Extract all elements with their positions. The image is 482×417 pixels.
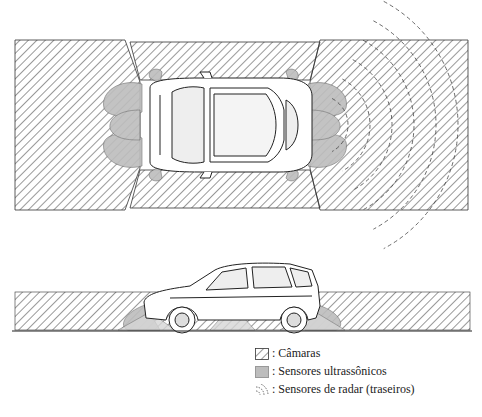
hatch-swatch [255, 348, 269, 360]
radar-arc [353, 60, 392, 191]
radar-arc [373, 21, 436, 229]
ultrasonic-zones-top [103, 69, 346, 181]
radar-arc [332, 99, 348, 152]
radar-swatch [255, 384, 269, 396]
camera-zones-top [15, 40, 468, 210]
car-top-view [150, 72, 312, 178]
legend-row: : Câmaras [255, 346, 320, 361]
legend-row: : Sensores de radar (traseiros) [255, 382, 415, 397]
car-side-view [144, 263, 320, 333]
ground-line [12, 330, 472, 331]
radar-arcs [332, 1, 458, 248]
radar-arc [342, 79, 370, 171]
radar-arc [384, 1, 458, 248]
legend-label: : Câmaras [272, 346, 320, 361]
legend-swatch [255, 366, 269, 378]
legend-row: : Sensores ultrassônicos [255, 364, 387, 379]
legend-label: : Sensores de radar (traseiros) [272, 382, 415, 397]
radar-arc [363, 40, 414, 210]
legend-label: : Sensores ultrassônicos [272, 364, 387, 379]
